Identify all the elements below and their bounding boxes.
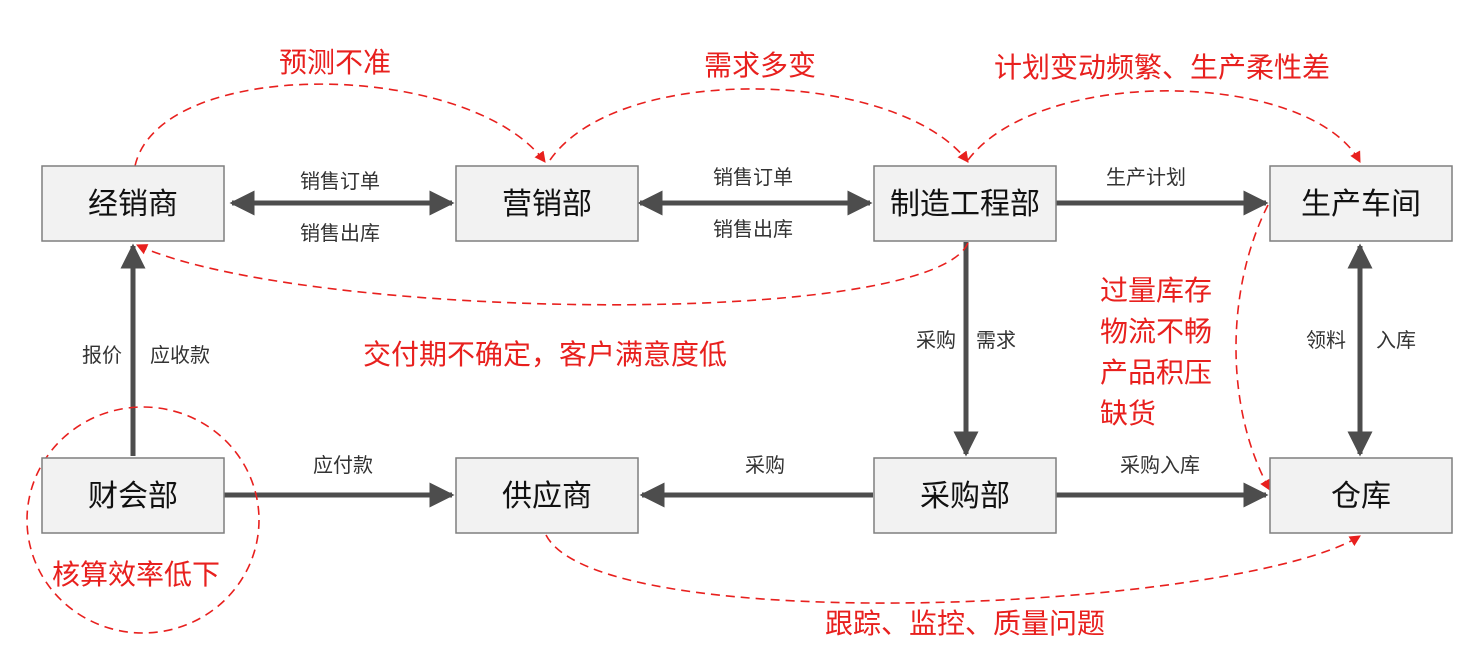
- edge-label-dealer-marketing-top: 销售订单: [300, 169, 380, 193]
- issue-curve-forecast: [134, 83, 546, 167]
- edge-label-purchasing-warehouse: 采购入库: [1120, 453, 1200, 477]
- issue-curve-demand: [549, 88, 969, 163]
- edge-label-workshop-warehouse-left: 领料: [1306, 328, 1346, 352]
- node-supplier-label: 供应商: [502, 479, 592, 514]
- issue-label-demand: 需求多变: [704, 49, 816, 82]
- issue-label-inventory-2: 产品积压: [1100, 356, 1212, 389]
- edge-label-marketing-mfg-top: 销售订单: [713, 165, 793, 189]
- node-finance-label: 财会部: [88, 479, 178, 514]
- edge-label-finance-dealer-left: 报价: [82, 343, 122, 367]
- issue-curve-inventory: [1235, 204, 1271, 491]
- node-supplier: 供应商: [455, 457, 639, 534]
- issue-label-accounting: 核算效率低下: [52, 558, 220, 591]
- issue-label-inventory-1: 物流不畅: [1100, 315, 1212, 348]
- issue-label-delivery: 交付期不确定，客户满意度低: [363, 338, 727, 371]
- issue-label-inventory-3: 缺货: [1100, 397, 1156, 430]
- edge-label-mfg-purchasing-left: 采购: [916, 328, 956, 352]
- node-marketing-label: 营销部: [502, 187, 592, 222]
- node-warehouse-label: 仓库: [1331, 479, 1391, 514]
- node-marketing: 营销部: [455, 165, 639, 242]
- issue-label-plan: 计划变动频繁、生产柔性差: [994, 51, 1330, 84]
- issue-curve-tracking: [545, 534, 1361, 604]
- node-dealer-label: 经销商: [88, 187, 178, 222]
- edge-label-mfg-purchasing-right: 需求: [976, 328, 1016, 352]
- node-workshop: 生产车间: [1269, 165, 1453, 242]
- node-dealer: 经销商: [41, 165, 225, 242]
- node-manufacturing: 制造工程部: [873, 165, 1057, 242]
- edge-label-finance-dealer-right: 应收款: [150, 343, 210, 367]
- edge-label-finance-supplier: 应付款: [313, 453, 373, 477]
- node-purchasing-label: 采购部: [920, 479, 1010, 514]
- issue-label-inventory-0: 过量库存: [1100, 274, 1212, 307]
- issue-label-tracking: 跟踪、监控、质量问题: [825, 607, 1105, 640]
- node-purchasing: 采购部: [873, 457, 1057, 534]
- issue-curve-delivery: [135, 242, 969, 306]
- node-warehouse: 仓库: [1269, 457, 1453, 534]
- node-finance: 财会部: [41, 457, 225, 534]
- edge-label-marketing-mfg-bottom: 销售出库: [713, 217, 793, 241]
- issue-curve-plan: [967, 90, 1361, 163]
- edge-label-mfg-workshop: 生产计划: [1106, 165, 1186, 189]
- node-workshop-label: 生产车间: [1301, 187, 1421, 222]
- issue-ellipse-accounting: [26, 406, 260, 634]
- edge-label-workshop-warehouse-right: 入库: [1376, 328, 1416, 352]
- node-manufacturing-label: 制造工程部: [890, 187, 1040, 222]
- issue-label-forecast: 预测不准: [279, 46, 391, 79]
- edge-label-purchasing-supplier: 采购: [745, 453, 785, 477]
- edge-label-dealer-marketing-bottom: 销售出库: [300, 221, 380, 245]
